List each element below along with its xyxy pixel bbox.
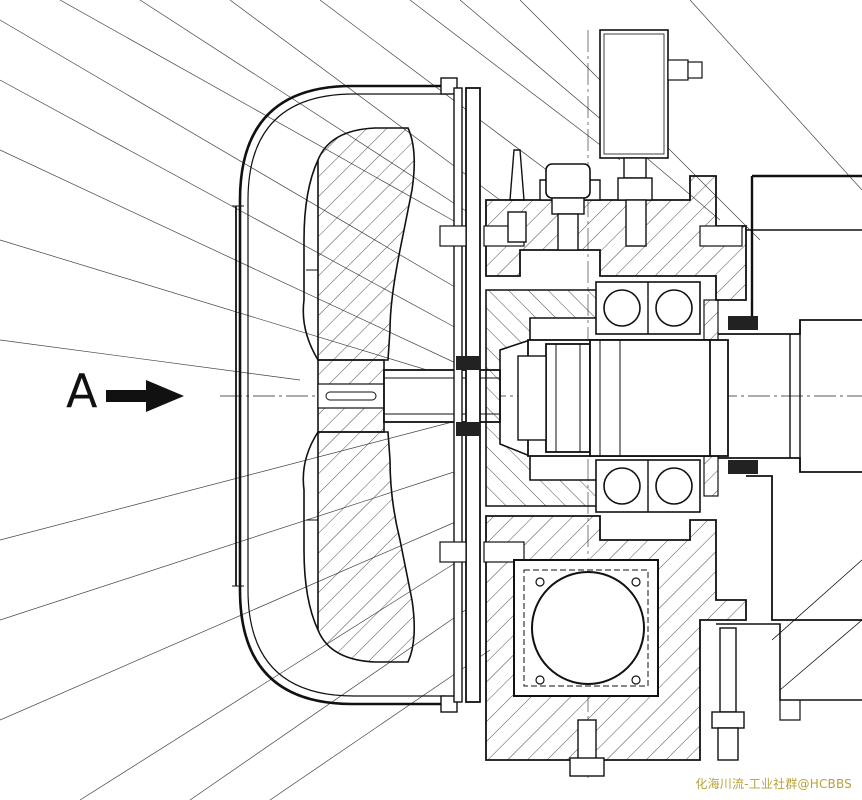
gear-shaft	[517, 339, 711, 457]
motor-body	[716, 174, 862, 721]
view-label-a: A	[66, 364, 98, 418]
output-shaft	[718, 316, 862, 474]
fan-impeller	[302, 127, 416, 663]
port-block	[513, 559, 659, 697]
shaft	[383, 369, 501, 423]
watermark: 化海川流-工业社群@HCBBS	[695, 777, 852, 791]
flange-plate	[439, 87, 481, 703]
fan-cover	[232, 77, 458, 713]
bearings	[595, 281, 719, 513]
sensor-box	[599, 29, 703, 247]
bottom-bolts	[569, 627, 745, 777]
direction-arrow	[106, 380, 184, 412]
top-plugs	[507, 149, 591, 251]
